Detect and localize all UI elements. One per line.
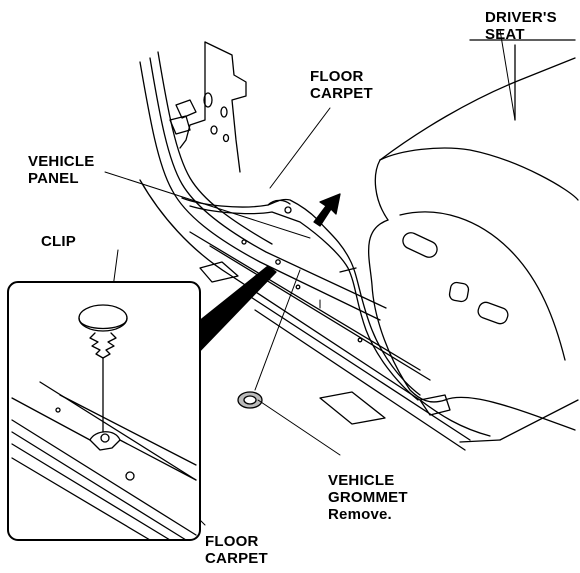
- label-vehicle-grommet-line3: Remove.: [328, 506, 392, 523]
- label-floor-carpet-top-line2: CARPET: [310, 85, 373, 102]
- label-drivers-seat: DRIVER'S SEAT: [485, 9, 557, 43]
- detail-inset: [7, 281, 201, 541]
- label-floor-carpet-top: FLOOR CARPET: [310, 68, 373, 102]
- lift-arrow: [313, 193, 341, 227]
- label-drivers-seat-line1: DRIVER'S: [485, 9, 557, 26]
- label-drivers-seat-line2: SEAT: [485, 26, 525, 43]
- leader-lines: [104, 29, 516, 526]
- label-floor-carpet-bottom: FLOOR CARPET: [205, 533, 268, 567]
- label-vehicle-grommet-line1: VEHICLE: [328, 472, 395, 489]
- label-clip-text: CLIP: [41, 233, 76, 250]
- drivers-seat: [368, 39, 579, 443]
- label-vehicle-panel-line1: VEHICLE: [28, 153, 95, 170]
- door-pillar: [139, 41, 387, 321]
- label-vehicle-grommet: VEHICLE GROMMET Remove.: [328, 472, 408, 523]
- label-floor-carpet-top-line1: FLOOR: [310, 68, 364, 85]
- label-vehicle-panel-line2: PANEL: [28, 170, 79, 187]
- label-floor-carpet-bottom-line2: CARPET: [205, 550, 268, 567]
- label-vehicle-grommet-line2: GROMMET: [328, 489, 408, 506]
- callout-wedge: [187, 265, 277, 356]
- vehicle-grommet: [237, 391, 263, 409]
- label-vehicle-panel: VEHICLE PANEL: [28, 153, 94, 187]
- label-floor-carpet-bottom-line1: FLOOR: [205, 533, 259, 550]
- label-clip: CLIP: [41, 233, 76, 250]
